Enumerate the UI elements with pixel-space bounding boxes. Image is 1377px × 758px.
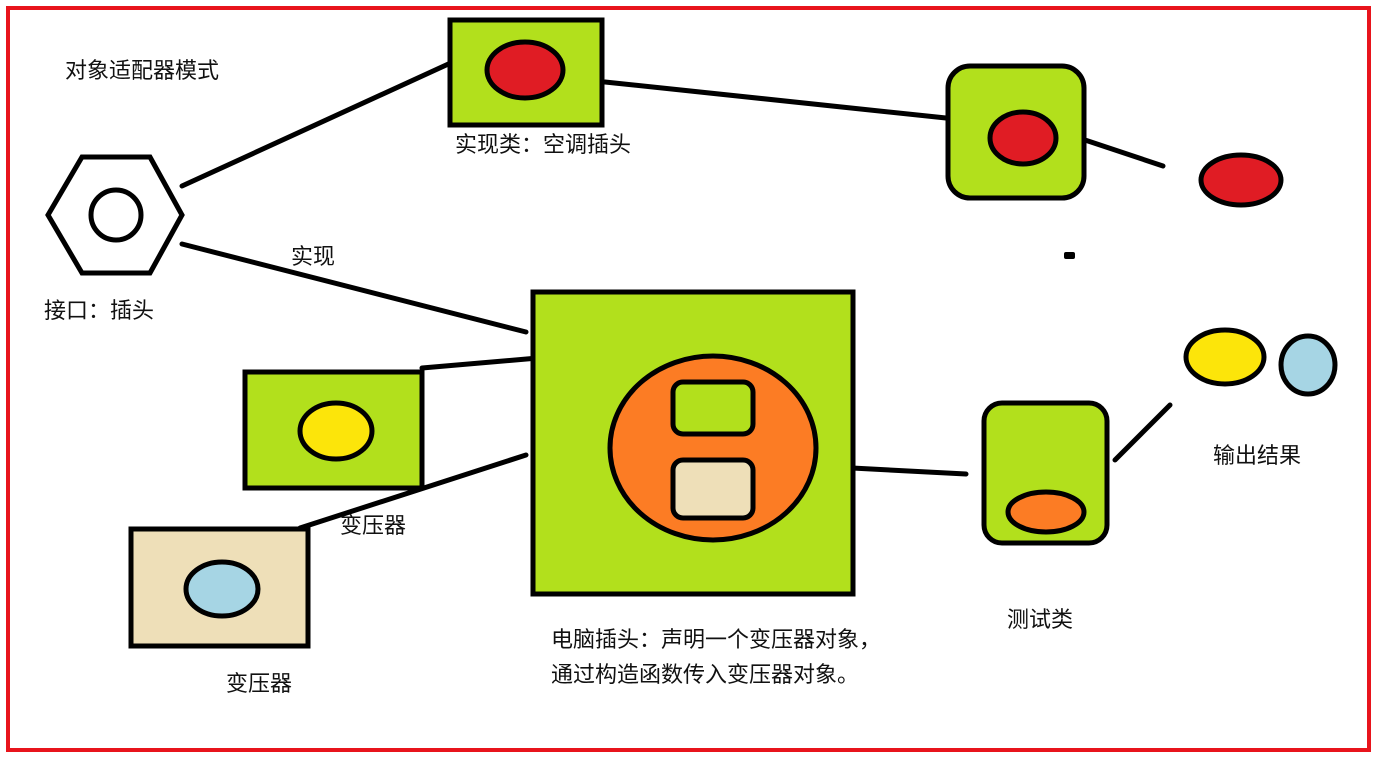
computer-plug-orange-circle [607, 353, 819, 543]
computer-plug-green-socket [670, 379, 756, 437]
computer-plug-label-line1: 电脑插头：声明一个变压器对象， [551, 628, 882, 653]
dot-mark [1064, 252, 1075, 259]
line-test-class-to-output [1112, 402, 1173, 463]
implements-label: 实现 [291, 245, 336, 270]
impl-class-label: 实现类：空调插头 [455, 133, 632, 158]
transformer-yellow-ellipse [297, 400, 375, 462]
test-class-orange-ellipse [1005, 489, 1087, 535]
interface-label: 接口：插头 [44, 299, 155, 324]
computer-plug-beige-socket [670, 457, 756, 521]
line-impl-class-to-adapter-top [602, 79, 949, 121]
line-beige-transformer-to-computer-plug [297, 452, 529, 531]
line-interface-to-computer-plug [179, 241, 529, 335]
line-adapter-top-to-red-output [1082, 137, 1166, 169]
test-class-label: 测试类 [1007, 608, 1074, 633]
transformer-bottom-label: 变压器 [226, 672, 293, 697]
interface-inner-circle [88, 187, 144, 243]
impl-class-red-ellipse [484, 39, 566, 101]
transformer-top-label: 变压器 [340, 514, 407, 539]
transformer-blue-ellipse [183, 559, 261, 619]
line-interface-to-impl-class [179, 52, 471, 189]
diagram-title: 对象适配器模式 [65, 59, 220, 84]
computer-plug-label-line2: 通过构造函数传入变压器对象。 [551, 663, 860, 689]
diagram-frame [6, 6, 1371, 752]
line-transformer-to-computer-plug [419, 355, 541, 371]
computer-plug-label: 电脑插头：声明一个变压器对象， 通过构造函数传入变压器对象。 [551, 623, 881, 693]
line-computer-plug-to-test-class [849, 465, 969, 477]
output-red-ellipse [1198, 152, 1284, 208]
adapter-top-red-ellipse [987, 109, 1059, 167]
output-yellow-ellipse [1183, 327, 1267, 387]
output-label: 输出结果 [1213, 444, 1302, 469]
output-blue-ellipse [1278, 333, 1338, 397]
